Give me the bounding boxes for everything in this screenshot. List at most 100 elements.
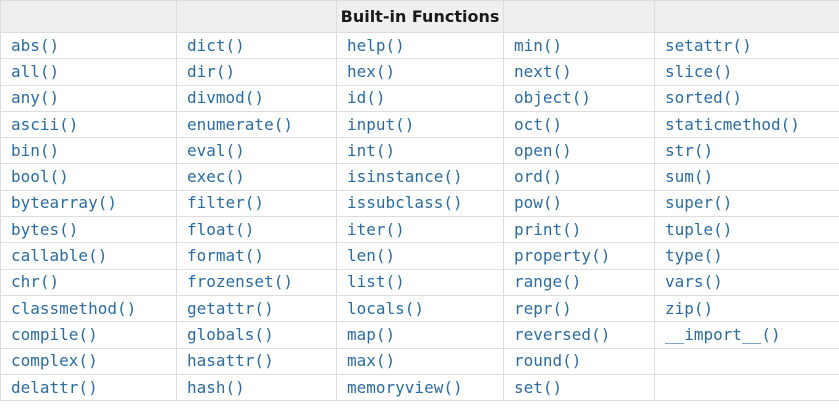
table-cell-empty	[654, 347, 839, 375]
function-link[interactable]: str()	[665, 140, 714, 160]
table-cell: hex()	[336, 58, 504, 86]
function-link[interactable]: property()	[514, 246, 611, 266]
function-link[interactable]: chr()	[11, 272, 60, 292]
table-row: any() divmod() id() object() sorted()	[0, 84, 839, 112]
function-link[interactable]: help()	[347, 35, 405, 55]
table-cell: property()	[503, 242, 655, 270]
function-link[interactable]: map()	[347, 324, 396, 344]
function-link[interactable]: float()	[187, 219, 255, 239]
function-link[interactable]: setattr()	[665, 35, 752, 55]
function-link[interactable]: id()	[347, 88, 386, 108]
function-link[interactable]: print()	[514, 219, 582, 239]
table-cell: range()	[503, 268, 655, 296]
function-link[interactable]: zip()	[665, 298, 714, 318]
function-link[interactable]: ascii()	[11, 114, 79, 134]
function-link[interactable]: max()	[347, 351, 396, 371]
function-link[interactable]: format()	[187, 246, 265, 266]
function-link[interactable]: repr()	[514, 298, 572, 318]
function-link[interactable]: pow()	[514, 193, 563, 213]
function-link[interactable]: input()	[347, 114, 415, 134]
function-link[interactable]: sum()	[665, 167, 714, 187]
function-link[interactable]: complex()	[11, 351, 98, 371]
table-cell: getattr()	[176, 294, 337, 323]
function-link[interactable]: frozenset()	[187, 272, 293, 292]
function-link[interactable]: iter()	[347, 219, 405, 239]
function-link[interactable]: hasattr()	[187, 351, 274, 371]
table-cell: ord()	[503, 163, 655, 191]
function-link[interactable]: abs()	[11, 35, 60, 55]
function-link[interactable]: dict()	[187, 35, 245, 55]
function-link[interactable]: range()	[514, 272, 582, 292]
table-body: abs() dict() help() min() setattr() all() dir(…	[0, 31, 839, 402]
table-row: abs() dict() help() min() setattr()	[0, 31, 839, 60]
function-link[interactable]: slice()	[665, 61, 733, 81]
table-cell: super()	[654, 189, 839, 218]
function-link[interactable]: min()	[514, 35, 563, 55]
function-link[interactable]: getattr()	[187, 298, 274, 318]
function-link[interactable]: bytes()	[11, 219, 79, 239]
function-link[interactable]: dir()	[187, 61, 236, 81]
function-link[interactable]: set()	[514, 377, 563, 397]
table-cell: eval()	[176, 137, 337, 165]
function-link[interactable]: isinstance()	[347, 167, 463, 187]
function-link[interactable]: super()	[665, 193, 733, 213]
function-link[interactable]: oct()	[514, 114, 563, 134]
function-link[interactable]: delattr()	[11, 377, 98, 397]
header-cell-empty-5	[654, 0, 839, 33]
table-cell: frozenset()	[176, 268, 337, 296]
function-link[interactable]: classmethod()	[11, 298, 137, 318]
function-link[interactable]: filter()	[187, 193, 265, 213]
function-link[interactable]: tuple()	[665, 219, 733, 239]
function-link[interactable]: eval()	[187, 140, 245, 160]
table-cell: format()	[176, 242, 337, 270]
function-link[interactable]: open()	[514, 140, 572, 160]
function-link[interactable]: sorted()	[665, 88, 743, 108]
table-cell: sorted()	[654, 84, 839, 112]
table-cell: max()	[336, 347, 504, 375]
function-link[interactable]: hash()	[187, 377, 245, 397]
function-link[interactable]: bin()	[11, 140, 60, 160]
table-cell: dir()	[176, 58, 337, 86]
function-link[interactable]: locals()	[347, 298, 425, 318]
table-cell: repr()	[503, 294, 655, 323]
function-link[interactable]: ord()	[514, 167, 563, 187]
function-link[interactable]: callable()	[11, 246, 108, 266]
table-cell: object()	[503, 84, 655, 112]
function-link[interactable]: all()	[11, 61, 60, 81]
header-cell-empty-4	[503, 0, 655, 33]
function-link[interactable]: issubclass()	[347, 193, 463, 213]
function-link[interactable]: reversed()	[514, 324, 611, 344]
function-link[interactable]: object()	[514, 88, 592, 108]
table-cell: locals()	[336, 294, 504, 323]
function-link[interactable]: int()	[347, 140, 396, 160]
function-link[interactable]: list()	[347, 272, 405, 292]
function-link[interactable]: divmod()	[187, 88, 265, 108]
function-link[interactable]: next()	[514, 61, 572, 81]
table-title: Built-in Functions	[336, 0, 504, 33]
table-cell: delattr()	[0, 373, 177, 402]
table-cell: chr()	[0, 268, 177, 296]
function-link[interactable]: enumerate()	[187, 114, 293, 134]
function-link[interactable]: len()	[347, 246, 396, 266]
function-link[interactable]: globals()	[187, 324, 274, 344]
function-link[interactable]: type()	[665, 246, 723, 266]
table-cell: map()	[336, 321, 504, 349]
table-row: bin() eval() int() open() str()	[0, 137, 839, 165]
function-link[interactable]: compile()	[11, 324, 98, 344]
table-cell: abs()	[0, 31, 177, 60]
function-link[interactable]: bool()	[11, 167, 69, 187]
function-link[interactable]: bytearray()	[11, 193, 117, 213]
function-link[interactable]: hex()	[347, 61, 396, 81]
function-link[interactable]: any()	[11, 88, 60, 108]
function-link[interactable]: staticmethod()	[665, 114, 800, 134]
function-link[interactable]: __import__()	[665, 324, 781, 344]
function-link[interactable]: round()	[514, 351, 582, 371]
function-link[interactable]: memoryview()	[347, 377, 463, 397]
table-cell: set()	[503, 373, 655, 402]
function-link[interactable]: exec()	[187, 167, 245, 187]
function-link[interactable]: vars()	[665, 272, 723, 292]
table-cell: len()	[336, 242, 504, 270]
table-row: bytearray() filter() issubclass() pow() supe…	[0, 189, 839, 218]
table-cell: issubclass()	[336, 189, 504, 218]
table-cell-empty	[654, 373, 839, 402]
